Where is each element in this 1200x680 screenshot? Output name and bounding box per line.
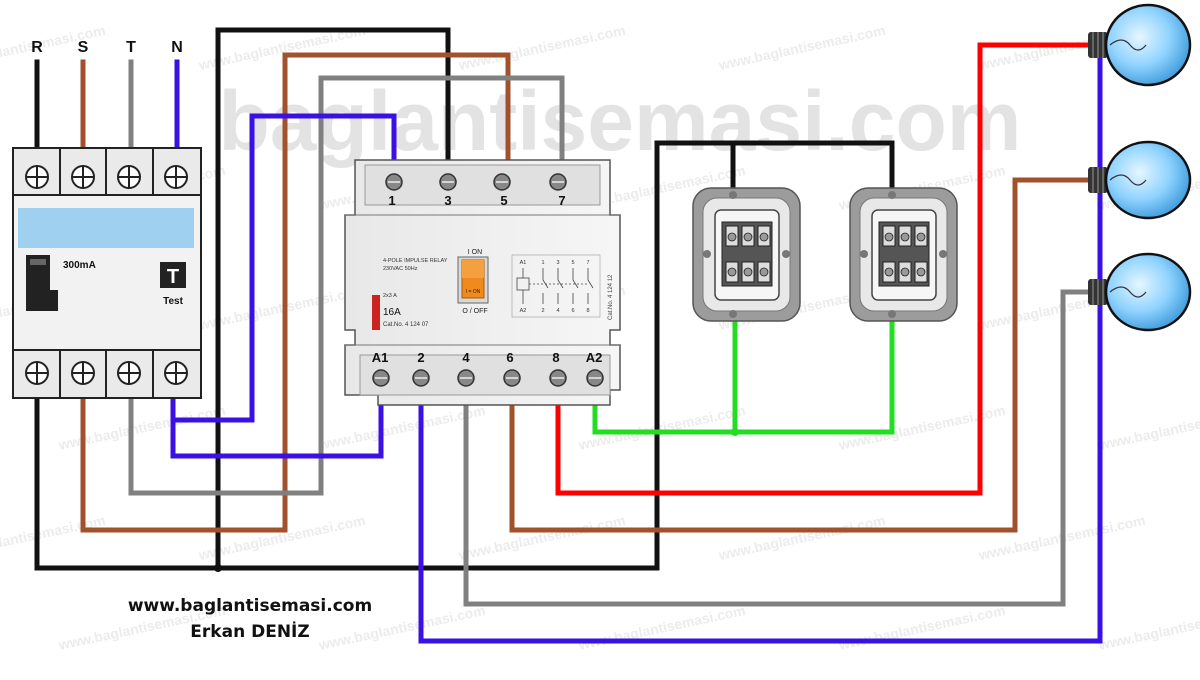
wire-black-loop [34, 140, 895, 571]
watermark-tile: www.baglantisemasi.com [716, 512, 886, 563]
relay-toggle-handle[interactable] [457, 256, 489, 304]
watermark-tile: www.baglantisemasi.com [456, 22, 626, 73]
wire-gray-relay5 [128, 75, 565, 496]
wire-blue-relay7 [170, 113, 397, 423]
watermark-tile: www.baglantisemasi.com [0, 512, 107, 563]
watermark-tile: www.baglantisemasi.com [1096, 602, 1200, 653]
impulse-relay: 1 3 5 7 A1 2 4 6 8 A2 4-POLE IMPULSE REL… [344, 159, 621, 406]
wire-brown-relay3 [80, 52, 511, 533]
watermark-tile: www.baglantisemasi.com [196, 512, 366, 563]
rcd-device: 300mA T Test [12, 147, 202, 399]
wire-black-relay1 [215, 27, 451, 571]
relay-bottom-terminal-8: 8 [552, 350, 559, 365]
schematic-top-7: 7 [586, 260, 589, 266]
schematic-bottom-2: 2 [541, 308, 544, 314]
watermark-tile: www.baglantisemasi.com [0, 22, 107, 73]
lamp-2 [1088, 140, 1192, 220]
wires [34, 27, 1103, 644]
relay-top-terminal-1: 1 [388, 193, 395, 208]
relay-current: 16A [383, 307, 401, 318]
wire-blue-a1 [170, 397, 384, 459]
phase-label-T: T [126, 39, 136, 56]
phase-labels: R S T N [31, 39, 183, 56]
relay-off-label: O / OFF [462, 308, 487, 315]
relay-top-terminal-5: 5 [500, 193, 507, 208]
watermark-main: baglantisemasi.com [219, 74, 1022, 168]
schematic-bottom-4: 4 [556, 308, 559, 314]
phase-label-R: R [31, 39, 43, 56]
rcd-blue-window [18, 208, 194, 248]
watermark-tile: www.baglantisemasi.com [576, 402, 746, 453]
schematic-top-1: 1 [541, 260, 544, 266]
rcd-test-key: T [167, 266, 179, 288]
wire-brown-lamp2 [509, 177, 1095, 533]
phase-label-S: S [78, 39, 89, 56]
relay-top-terminal-3: 3 [444, 193, 451, 208]
watermark-tile: www.baglantisemasi.com [716, 22, 886, 73]
watermark-tile: www.baglantisemasi.com [836, 602, 1006, 653]
relay-schematic: A1 1 3 5 7 A2 2 4 6 8 [511, 254, 601, 318]
relay-bottom-terminal-A2: A2 [586, 350, 603, 365]
schematic-top-5: 5 [571, 260, 574, 266]
relay-spec-line-5: 2x3 A [383, 293, 397, 299]
caption-author: Erkan DENİZ [190, 622, 310, 642]
wire-blue-lamps [418, 57, 1103, 644]
watermark-tile: www.baglantisemasi.com [1096, 402, 1200, 453]
rcd-rating: 300mA [63, 260, 96, 271]
watermark-tile: www.baglantisemasi.com [316, 402, 486, 453]
junction-dots [214, 428, 739, 572]
schematic-bottom-6: 6 [571, 308, 574, 314]
rcd-lever[interactable] [26, 255, 58, 311]
watermark-tile: www.baglantisemasi.com [576, 602, 746, 653]
relay-side-code: Cat.No. 4 124 12 [608, 274, 614, 320]
rcd-test-label: Test [163, 296, 183, 307]
relay-bottom-terminal-2: 2 [417, 350, 424, 365]
caption-site: www.baglantisemasi.com [127, 596, 373, 616]
lamp-3 [1088, 252, 1192, 332]
relay-handle-text: I = ON [466, 289, 481, 295]
watermark-tile: www.baglantisemasi.com [196, 282, 366, 333]
rcd-test-button[interactable] [160, 262, 186, 288]
wire-green-a2 [592, 317, 895, 435]
push-button-switch-1[interactable] [692, 187, 801, 322]
relay-on-label: I ON [468, 249, 482, 256]
relay-bottom-terminal-A1: A1 [372, 350, 389, 365]
relay-catalog: Cat.No. 4 124 07 [383, 322, 429, 328]
relay-red-stripe [372, 295, 380, 330]
schematic-top-3: 3 [556, 260, 559, 266]
push-button-switch-2[interactable] [849, 187, 958, 322]
relay-top-terminal-7: 7 [558, 193, 565, 208]
phase-label-N: N [171, 39, 183, 56]
wire-gray-lamp3 [463, 289, 1095, 607]
schematic-bottom-8: 8 [586, 308, 589, 314]
lamp-1 [1088, 3, 1192, 87]
watermark: baglantisemasi.com [219, 74, 1022, 168]
watermark-tile: www.baglantisemasi.com [456, 512, 626, 563]
relay-bottom-terminal-6: 6 [506, 350, 513, 365]
relay-bottom-terminal-4: 4 [462, 350, 470, 365]
schematic-bottom-A2: A2 [520, 308, 527, 314]
wire-red-lamp1 [555, 42, 1095, 496]
rcd-bottom-terminals [25, 361, 188, 385]
schematic-top-A1: A1 [520, 260, 527, 266]
relay-spec-line-1: 4-POLE IMPULSE RELAY [383, 258, 448, 264]
rcd-top-terminals [25, 165, 188, 189]
relay-spec-line-2: 230VAC 50Hz [383, 266, 418, 272]
